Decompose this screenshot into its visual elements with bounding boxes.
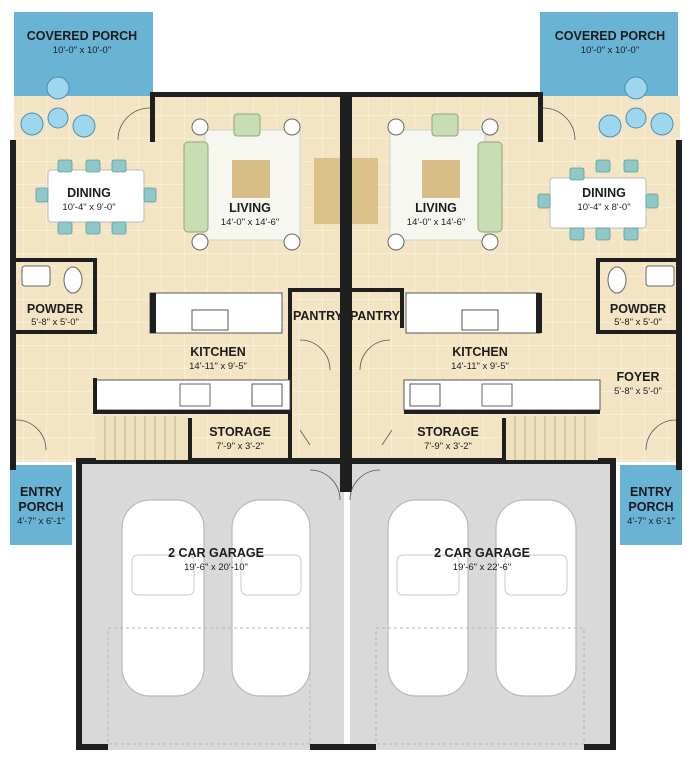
right-powder-label: POWDER bbox=[610, 302, 666, 316]
right-garage-dim: 19'-6" x 22'-6" bbox=[453, 562, 511, 573]
right-kitchen-dim: 14'-11" x 9'-5" bbox=[451, 361, 509, 372]
left-porch-furniture bbox=[20, 76, 96, 138]
left-living-dim: 14'-0" x 14'-6" bbox=[221, 217, 279, 228]
left-covered-porch-label: COVERED PORCH bbox=[27, 29, 137, 43]
left-living-furniture bbox=[183, 113, 340, 251]
right-entry-porch-label-1: ENTRY bbox=[630, 485, 673, 499]
left-entry-porch bbox=[10, 465, 72, 545]
right-powder-fixtures bbox=[607, 265, 675, 294]
left-powder-label: POWDER bbox=[27, 302, 83, 316]
left-kitchen-label: KITCHEN bbox=[190, 345, 246, 359]
right-foyer-dim: 5'-8" x 5'-0" bbox=[614, 386, 662, 397]
right-labels: COVERED PORCH 10'-0" x 10'-0" DINING 10'… bbox=[350, 29, 675, 573]
left-entry-porch-label-2: PORCH bbox=[18, 500, 63, 514]
left-dining-label: DINING bbox=[67, 186, 111, 200]
right-walls bbox=[346, 92, 682, 750]
right-garage-cars bbox=[375, 499, 585, 745]
left-unit bbox=[10, 12, 346, 750]
right-covered-porch-dim: 10'-0" x 10'-0" bbox=[581, 45, 639, 56]
left-garage-cars bbox=[107, 499, 311, 745]
right-dining-dim: 10'-4" x 8'-0" bbox=[577, 202, 630, 213]
right-dining-table bbox=[537, 159, 659, 241]
right-living-dim: 14'-0" x 14'-6" bbox=[407, 217, 465, 228]
left-walls bbox=[10, 92, 346, 750]
left-entry-porch-dim: 4'-7" x 6'-1" bbox=[17, 516, 65, 527]
right-porch-furniture bbox=[598, 76, 674, 138]
right-garage-label: 2 CAR GARAGE bbox=[434, 546, 530, 560]
left-covered-porch-dim: 10'-0" x 10'-0" bbox=[53, 45, 111, 56]
left-dining-dim: 10'-4" x 9'-0" bbox=[62, 202, 115, 213]
left-powder-dim: 5'-8" x 5'-0" bbox=[31, 317, 79, 328]
left-labels: COVERED PORCH 10'-0" x 10'-0" DINING 10'… bbox=[17, 29, 344, 573]
left-kitchen-counters bbox=[93, 292, 291, 414]
right-foyer-label: FOYER bbox=[616, 370, 659, 384]
right-living-label: LIVING bbox=[415, 201, 457, 215]
left-garage-label: 2 CAR GARAGE bbox=[168, 546, 264, 560]
right-unit bbox=[346, 12, 682, 750]
right-kitchen-counters bbox=[403, 292, 601, 414]
left-garage-dim: 19'-6" x 20'-10" bbox=[184, 562, 248, 573]
right-pantry-label: PANTRY bbox=[350, 309, 401, 323]
right-covered-porch-label: COVERED PORCH bbox=[555, 29, 665, 43]
right-entry-porch-dim: 4'-7" x 6'-1" bbox=[627, 516, 675, 527]
left-entry-porch-label-1: ENTRY bbox=[20, 485, 63, 499]
right-entry-porch bbox=[620, 465, 682, 545]
left-kitchen-dim: 14'-11" x 9'-5" bbox=[189, 361, 247, 372]
left-pantry-label: PANTRY bbox=[293, 309, 344, 323]
left-storage-label: STORAGE bbox=[209, 425, 271, 439]
left-living-label: LIVING bbox=[229, 201, 271, 215]
left-powder-fixtures bbox=[21, 265, 83, 294]
right-storage-dim: 7'-9" x 3'-2" bbox=[424, 441, 472, 452]
right-storage-label: STORAGE bbox=[417, 425, 479, 439]
right-kitchen-label: KITCHEN bbox=[452, 345, 508, 359]
right-stairs bbox=[506, 416, 598, 460]
right-entry-porch-label-2: PORCH bbox=[628, 500, 673, 514]
right-dining-label: DINING bbox=[582, 186, 626, 200]
left-dining-table bbox=[35, 159, 157, 235]
left-storage-dim: 7'-9" x 3'-2" bbox=[216, 441, 264, 452]
left-stairs bbox=[96, 416, 188, 460]
right-powder-dim: 5'-8" x 5'-0" bbox=[614, 317, 662, 328]
right-living-furniture bbox=[352, 113, 503, 251]
